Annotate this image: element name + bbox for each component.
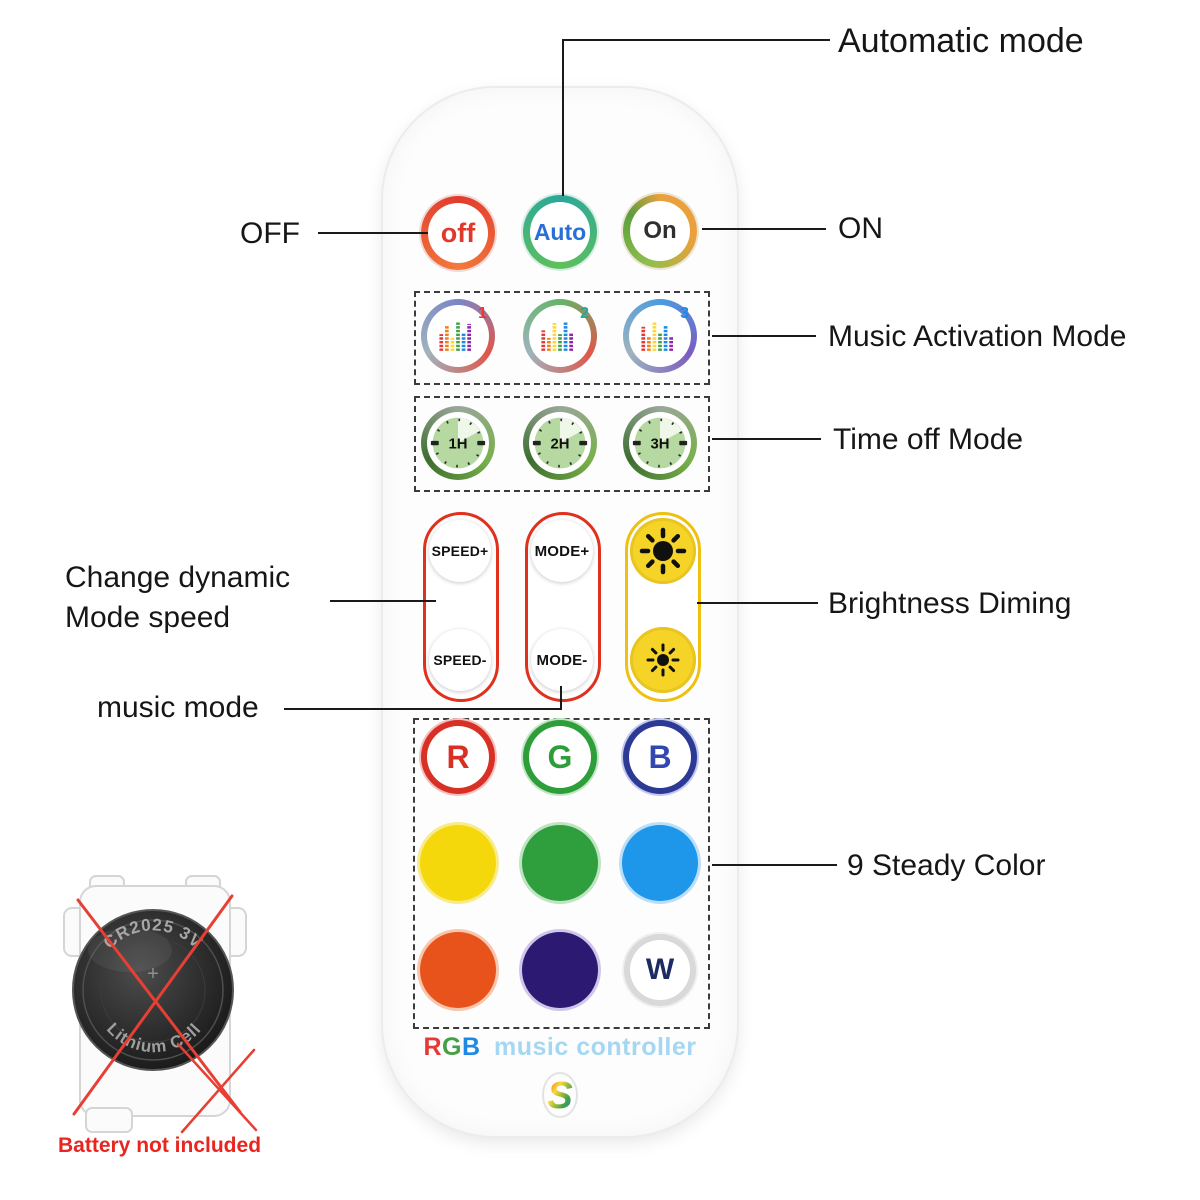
- callout-steady-color: 9 Steady Color: [847, 849, 1046, 882]
- callout-change-dynamic: Change dynamic Mode speed: [65, 558, 290, 638]
- timer-3h-label: 3H: [651, 436, 670, 452]
- logo-letter: S: [547, 1075, 572, 1117]
- callout-line-brightness: [697, 602, 818, 604]
- color-b-button: B: [623, 720, 697, 794]
- music-mode-1-number: 1: [478, 305, 487, 322]
- mode-plus-label: MODE+: [534, 542, 590, 560]
- callout-line-on: [702, 228, 826, 230]
- music-mode-3-button: 3: [623, 299, 697, 373]
- speed-button-group: SPEED+ SPEED-: [423, 512, 499, 702]
- battery-cross-icon: [72, 894, 258, 1134]
- callout-change-dynamic-line1: Change dynamic: [65, 561, 291, 594]
- color-r-label: R: [446, 738, 470, 775]
- color-w-label: W: [645, 953, 675, 986]
- callout-change-dynamic-line2: Mode speed: [65, 601, 231, 634]
- speed-minus-button: SPEED-: [429, 629, 491, 691]
- color-yellow-button: [420, 825, 496, 901]
- color-b-label: B: [648, 738, 672, 775]
- mode-minus-label: MODE-: [536, 651, 588, 669]
- brand-letter-b: B: [462, 1033, 481, 1061]
- timer-1h-button: 1H: [421, 406, 495, 480]
- equalizer-icon: [439, 321, 471, 351]
- mode-minus-button: MODE-: [531, 629, 593, 691]
- music-mode-2-number: 2: [580, 305, 589, 322]
- callout-music-activation-mode: Music Activation Mode: [828, 320, 1127, 353]
- callout-off: OFF: [240, 217, 300, 250]
- color-w-button: W: [624, 934, 696, 1006]
- callout-line-change-dynamic: [330, 600, 436, 602]
- callout-line-steady-color: [712, 864, 837, 866]
- equalizer-icon: [541, 321, 573, 351]
- auto-button: Auto: [523, 195, 597, 269]
- callout-line-music-activation: [712, 335, 816, 337]
- steady-color-group-box: [413, 718, 710, 1029]
- music-mode-2-button: 2: [523, 299, 597, 373]
- brightness-up-button: [630, 518, 696, 584]
- brightness-down-button: [630, 627, 696, 693]
- callout-on: ON: [838, 212, 883, 245]
- music-activation-group-box: [414, 291, 710, 385]
- color-blue-button: [622, 825, 698, 901]
- sun-dim-icon: [646, 643, 680, 677]
- timer-2h-button: 2H: [523, 406, 597, 480]
- callout-line-time-off: [712, 438, 821, 440]
- callout-time-off-mode: Time off Mode: [833, 423, 1024, 456]
- music-mode-1-button: 1: [421, 299, 495, 373]
- callout-line-music-mode-v: [560, 686, 562, 710]
- color-green-button: [522, 825, 598, 901]
- off-button: off: [421, 196, 495, 270]
- timer-1h-label: 1H: [449, 436, 468, 452]
- timer-2h-label: 2H: [551, 436, 570, 452]
- time-off-group-box: [414, 396, 710, 492]
- clock-icon: 2H: [532, 417, 588, 469]
- callout-music-mode: music mode: [97, 691, 259, 724]
- callout-line-music-mode-h: [284, 708, 562, 710]
- callout-line-automatic-v: [562, 39, 564, 196]
- clock-icon: 1H: [430, 417, 486, 469]
- on-button-label: On: [643, 217, 677, 244]
- color-r-button: R: [421, 720, 495, 794]
- music-mode-3-number: 3: [680, 305, 689, 322]
- brand-rest: music controller: [494, 1033, 697, 1061]
- speed-minus-label: SPEED-: [433, 652, 487, 668]
- brand-text: RGB music controller: [383, 1033, 737, 1062]
- timer-3h-button: 3H: [623, 406, 697, 480]
- brand-letter-g: G: [442, 1033, 462, 1061]
- speed-plus-button: SPEED+: [429, 520, 491, 582]
- color-orange-button: [420, 932, 496, 1008]
- speed-plus-label: SPEED+: [431, 543, 489, 559]
- callout-automatic-mode: Automatic mode: [838, 22, 1084, 60]
- color-purple-button: [522, 932, 598, 1008]
- brightness-button-group: [625, 512, 701, 702]
- battery-image: CR2025 3V + Lithium Cell: [63, 875, 258, 1134]
- callout-line-off: [318, 232, 428, 234]
- battery-note: Battery not included: [58, 1134, 262, 1157]
- clock-icon: 3H: [632, 417, 688, 469]
- brand-letter-r: R: [423, 1033, 443, 1061]
- mode-button-group: MODE+ MODE-: [525, 512, 601, 702]
- callout-brightness-diming: Brightness Diming: [828, 587, 1072, 620]
- battery-plus-mark: +: [147, 963, 159, 985]
- mode-plus-button: MODE+: [531, 520, 593, 582]
- equalizer-icon: [641, 321, 673, 351]
- sun-bright-icon: [639, 527, 687, 575]
- color-g-label: G: [547, 738, 573, 775]
- color-g-button: G: [523, 720, 597, 794]
- on-button: On: [623, 194, 697, 268]
- off-button-label: off: [440, 217, 476, 248]
- callout-line-automatic-h: [562, 39, 830, 41]
- auto-button-label: Auto: [533, 218, 587, 245]
- brand-logo: S: [542, 1072, 578, 1118]
